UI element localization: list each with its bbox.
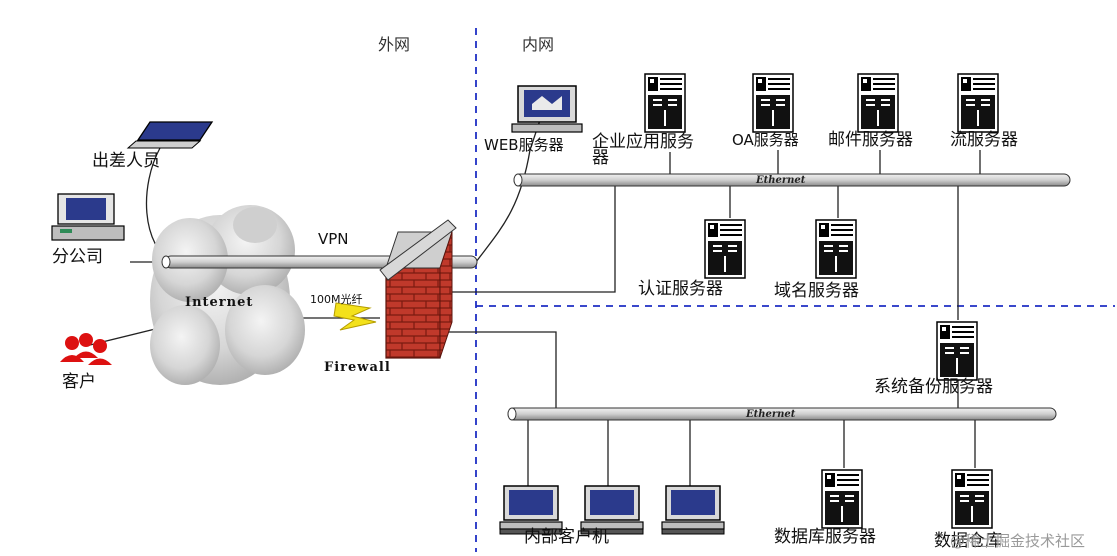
client-computers-label: 内部客户机 (524, 527, 609, 547)
watermark-text: @稀土掘金技术社区 (950, 532, 1085, 550)
dns-server-icon (815, 219, 857, 279)
data-warehouse-label: 数据仓库 (934, 531, 1002, 551)
customer-people-icon (60, 333, 112, 365)
stream-server-icon (957, 73, 999, 133)
oa-server-icon (752, 73, 794, 133)
connection-lines (89, 119, 981, 488)
ethernet-label-top: Ethernet (755, 175, 806, 186)
enterprise-app-server-label: 企业应用服务 (592, 132, 694, 152)
web-server-icon (511, 85, 583, 133)
firewall-icon (379, 219, 457, 359)
database-server-icon (821, 469, 863, 529)
firewall-label: Firewall (324, 360, 391, 375)
web-server-label: WEB服务器 (484, 136, 564, 154)
fiber-link (333, 302, 377, 331)
oa-server-label: OA服务器 (732, 131, 799, 149)
enterprise-app-server-icon (644, 73, 686, 133)
laptop-icon (126, 121, 214, 149)
auth-server-label: 认证服务器 (638, 279, 723, 299)
ethernet-label-bottom: Ethernet (745, 409, 796, 420)
stream-server-label: 流服务器 (950, 130, 1018, 150)
auth-server-icon (704, 219, 746, 279)
client-computer-icon (661, 485, 725, 535)
zone-label-inner: 内网 (522, 35, 554, 54)
zone-label-outer: 外网 (378, 35, 410, 54)
fiber-label: 100M光纤 (310, 292, 363, 306)
ethernet-bus-bottom (507, 407, 1057, 421)
backup-server-icon (936, 321, 978, 381)
mail-server-icon (857, 73, 899, 133)
database-server-label: 数据库服务器 (774, 527, 876, 547)
ethernet-bus-top (513, 173, 1071, 187)
desktop-computer-icon (51, 193, 125, 241)
customer-label: 客户 (62, 372, 96, 392)
internet-label: Internet (185, 295, 253, 310)
enterprise-app-server-label-line2: 器 (592, 148, 609, 168)
traveler-label: 出差人员 (92, 151, 160, 171)
vpn-label: VPN (318, 230, 349, 248)
dns-server-label: 域名服务器 (774, 281, 859, 301)
mail-server-label: 邮件服务器 (828, 130, 913, 150)
branch-label: 分公司 (52, 247, 103, 267)
data-warehouse-server-icon (951, 469, 993, 529)
backup-server-label: 系统备份服务器 (874, 377, 993, 397)
